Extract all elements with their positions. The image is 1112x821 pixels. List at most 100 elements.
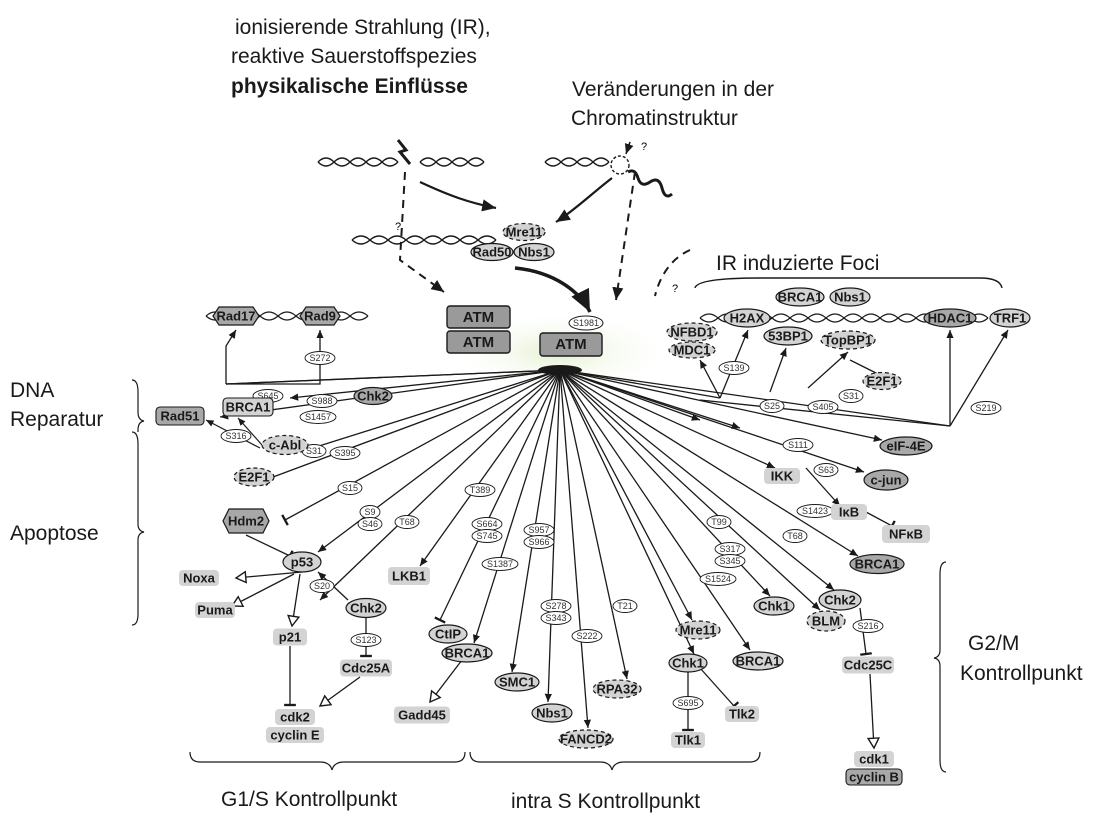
node-label: Rad17 — [216, 309, 255, 324]
node-hdm2: Hdm2 — [222, 508, 270, 534]
node-label: Puma — [197, 603, 233, 618]
pathway-edge — [805, 467, 841, 507]
phospho-site-s745: S745 — [471, 529, 503, 543]
section-apoptosis: Apoptose — [10, 522, 99, 545]
spoke-edge — [559, 369, 693, 621]
phospho-site-s63: S63 — [813, 463, 839, 477]
node-label: Hdm2 — [228, 514, 264, 529]
phospho-site-label: S1387 — [487, 559, 513, 569]
pathway-edge — [225, 329, 237, 384]
phospho-site-label: S1457 — [305, 412, 331, 422]
dna-helix-broken — [317, 139, 485, 167]
phospho-site-s222: S222 — [571, 629, 603, 643]
phospho-site-label: S63 — [818, 465, 834, 475]
node-rad50: Rad50 — [470, 242, 514, 262]
phospho-site-label: T99 — [711, 517, 727, 527]
section-g1s: G1/S Kontrollpunkt — [221, 788, 397, 811]
phospho-site-label: S395 — [334, 448, 355, 458]
atm-monomer-label: ATM — [555, 336, 586, 353]
caption-foci-title: IR induzierte Foci — [716, 252, 879, 275]
phospho-site-s1457: S1457 — [299, 410, 337, 424]
pathway-edge — [699, 667, 740, 711]
node-brca1_left: BRCA1 — [222, 397, 274, 417]
node-label: cyclin E — [270, 728, 319, 743]
node-label: RPA32 — [597, 682, 638, 697]
node-cabl: c-Abl — [261, 434, 309, 456]
phospho-site-t99: T99 — [706, 515, 732, 529]
node-brca1_foci: BRCA1 — [775, 287, 825, 307]
node-mdc1: MDC1 — [668, 341, 716, 359]
pathway-edge — [430, 659, 463, 702]
node-label: TRF1 — [994, 311, 1027, 326]
phospho-site-label: S222 — [576, 631, 597, 641]
phospho-site-label: S664 — [476, 519, 497, 529]
phospho-site-s46: S46 — [357, 517, 383, 531]
node-tlk2: Tlk2 — [725, 706, 759, 722]
spoke-edge — [319, 369, 561, 601]
node-label: Nbs1 — [536, 706, 568, 721]
node-brca1_s: BRCA1 — [732, 651, 784, 671]
pathway-edge — [320, 676, 361, 706]
node-label: NFκB — [889, 527, 923, 542]
node-nbs1_foci: Nbs1 — [829, 287, 871, 307]
node-label: IκB — [839, 505, 859, 520]
spoke-edge — [559, 369, 859, 557]
node-fancd2: FANCD2 — [558, 729, 614, 749]
dna-helix-chromatin — [544, 141, 673, 198]
node-label: Chk2 — [357, 389, 389, 404]
node-p53: p53 — [282, 551, 322, 573]
node-label: MDC1 — [674, 343, 711, 358]
node-chk1_g2: Chk1 — [753, 596, 795, 616]
node-label: cdk1 — [859, 752, 889, 767]
phospho-site-t389: T389 — [464, 483, 496, 497]
pathway-edge — [232, 573, 295, 606]
section-dna-repair-line1: DNA — [10, 379, 54, 402]
spoke-edge — [299, 369, 561, 454]
node-chk2_g2: Chk2 — [818, 589, 862, 611]
node-label: Tlk1 — [675, 733, 701, 748]
node-label: Rad9 — [304, 309, 336, 324]
node-label: Rad50 — [472, 245, 511, 260]
node-label: Mre11 — [506, 225, 543, 240]
spoke-edge — [559, 369, 776, 469]
node-brca1_g2: BRCA1 — [849, 553, 905, 575]
pathway-edge — [245, 534, 294, 562]
node-cdc25c: Cdc25C — [842, 656, 894, 674]
phospho-site-label: S957 — [528, 525, 549, 535]
phospho-site-label: T68 — [787, 531, 803, 541]
foci-bracket — [694, 277, 1003, 289]
pathway-edge — [292, 573, 301, 626]
brace-apoptosis — [131, 431, 145, 626]
phospho-site-s25: S25 — [759, 399, 785, 413]
node-label: TopBP1 — [824, 333, 872, 348]
spoke-edge — [559, 369, 695, 655]
phospho-site-label: S31 — [843, 391, 859, 401]
phospho-site-label: T389 — [470, 485, 491, 495]
spoke-edge — [472, 369, 561, 644]
node-noxa: Noxa — [179, 570, 219, 586]
phospho-site-s15: S15 — [337, 481, 363, 495]
phospho-site-label: S695 — [677, 698, 698, 708]
node-gadd45: Gadd45 — [394, 706, 450, 724]
node-label: c-jun — [870, 473, 901, 488]
phospho-site-s957: S957 — [523, 523, 555, 537]
phospho-site-s343: S343 — [540, 611, 572, 625]
spoke-edge — [559, 369, 951, 427]
node-label: c-Abl — [269, 438, 302, 453]
spoke-edge — [559, 369, 883, 442]
node-label: Chk2 — [350, 601, 382, 616]
phospho-site-label: S745 — [476, 531, 497, 541]
node-mre11_s: Mre11 — [675, 620, 721, 640]
section-g2m-line1: G2/M — [968, 632, 1019, 655]
node-label: Cdc25A — [342, 661, 391, 676]
pathway-edge — [949, 329, 1009, 427]
node-p21: p21 — [273, 628, 307, 646]
section-g2m-line2: Kontrollpunkt — [960, 662, 1083, 685]
spoke-edge — [434, 369, 561, 624]
phospho-site-t68a: T68 — [394, 515, 420, 529]
node-rad9: Rad9 — [299, 306, 341, 326]
phospho-site-s219: S219 — [970, 401, 1002, 415]
phospho-site-s395: S395 — [329, 446, 361, 460]
atm-monomer: ATM S1981 — [539, 315, 604, 357]
